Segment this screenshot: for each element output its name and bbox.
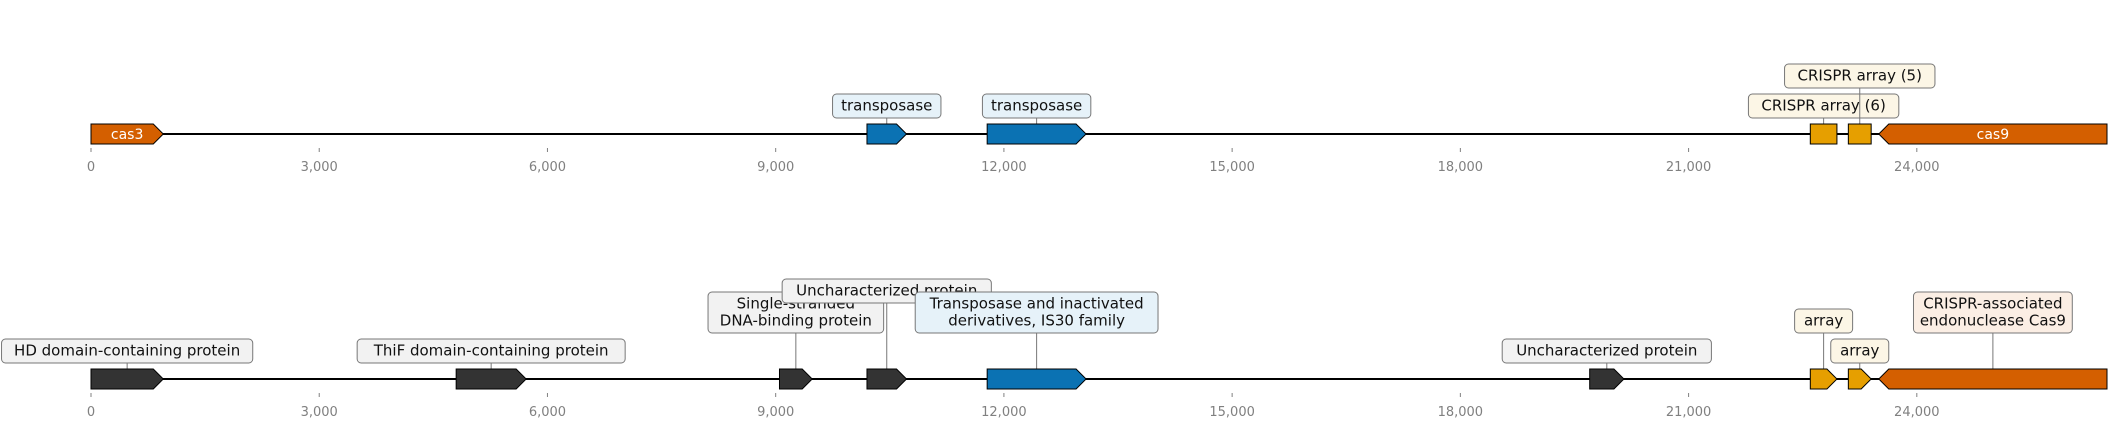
axis-tick-label: 9,000 bbox=[757, 160, 794, 175]
callout-box bbox=[1830, 338, 1890, 364]
callout-box bbox=[981, 93, 1092, 119]
callout-box bbox=[1794, 308, 1854, 334]
gene-arrow-other bbox=[1589, 368, 1625, 390]
callout-box bbox=[832, 93, 942, 119]
callout-label: CRISPR-associated bbox=[1923, 295, 2062, 313]
axis-tick-label: 18,000 bbox=[1438, 405, 1484, 420]
axis-tick-label: 3,000 bbox=[301, 405, 338, 420]
gene-arrow-crispr bbox=[1847, 123, 1872, 145]
callout-label: array bbox=[1840, 342, 1879, 360]
axis-tick-label: 12,000 bbox=[981, 160, 1027, 175]
gene-label: cas9 bbox=[1977, 127, 2009, 143]
axis-tick-label: 6,000 bbox=[529, 160, 566, 175]
axis-tick-label: 21,000 bbox=[1666, 405, 1712, 420]
callout-label: array bbox=[1804, 312, 1843, 330]
gene-label: cas3 bbox=[111, 127, 143, 143]
gene-arrow-cas bbox=[1878, 368, 2108, 390]
callout-box bbox=[914, 291, 1159, 334]
axis-tick-label: 15,000 bbox=[1209, 405, 1255, 420]
axis-tick-label: 6,000 bbox=[529, 405, 566, 420]
track-top: 0 3,000 6,000 9,000 12,000 15,000 18,000 21,000… bbox=[87, 63, 2108, 175]
gene-arrow-crispr bbox=[1847, 368, 1872, 390]
axis-tick-label: 9,000 bbox=[757, 405, 794, 420]
gene-arrow-other bbox=[455, 368, 527, 390]
axis-tick-label: 24,000 bbox=[1894, 160, 1940, 175]
gene-arrow-other bbox=[778, 368, 813, 390]
callout-label: transposase bbox=[841, 97, 932, 115]
callout-label: endonuclease Cas9 bbox=[1920, 312, 2066, 330]
axis-tick-label: 3,000 bbox=[301, 160, 338, 175]
callout-box bbox=[1, 338, 254, 364]
gene-arrow-crispr bbox=[1809, 123, 1838, 145]
callout-label: transposase bbox=[991, 97, 1082, 115]
gene-arrow-cas bbox=[90, 123, 164, 145]
axis-tick-label: 15,000 bbox=[1209, 160, 1255, 175]
callout-label: CRISPR array (5) bbox=[1798, 67, 1922, 85]
axis-tick-label: 21,000 bbox=[1666, 160, 1712, 175]
callout-label: ThiF domain-containing protein bbox=[373, 342, 609, 360]
gene-arrow-transposase bbox=[986, 123, 1087, 145]
callout-box bbox=[1784, 63, 1936, 89]
callout-box bbox=[1912, 291, 2073, 334]
gene-arrow-transposase bbox=[986, 368, 1087, 390]
callout-label: HD domain-containing protein bbox=[14, 342, 240, 360]
gene-arrow-crispr bbox=[1809, 368, 1838, 390]
gene-arrow-other bbox=[866, 368, 908, 390]
axis-tick-label: 0 bbox=[87, 160, 95, 175]
axis-tick-label: 0 bbox=[87, 405, 95, 420]
callout-label: CRISPR array (6) bbox=[1761, 97, 1885, 115]
callout-label: Transposase and inactivated bbox=[929, 295, 1144, 313]
axis-tick-label: 12,000 bbox=[981, 405, 1027, 420]
callout-box bbox=[1501, 338, 1712, 364]
axis-tick-label: 18,000 bbox=[1438, 160, 1484, 175]
callout-label: DNA-binding protein bbox=[720, 312, 872, 330]
callout-box bbox=[1747, 93, 1900, 119]
callout-label: Uncharacterized protein bbox=[1516, 342, 1697, 360]
callout-box bbox=[356, 338, 626, 364]
axis-tick-label: 24,000 bbox=[1894, 405, 1940, 420]
track-bottom: 0 3,000 6,000 9,000 12,000 15,000 18,000 21,000… bbox=[1, 278, 2108, 420]
gene-arrow-cas bbox=[1878, 123, 2108, 145]
callout-label: derivatives, IS30 family bbox=[948, 312, 1125, 330]
gene-arrow-transposase bbox=[866, 123, 908, 145]
gene-arrow-other bbox=[90, 368, 164, 390]
